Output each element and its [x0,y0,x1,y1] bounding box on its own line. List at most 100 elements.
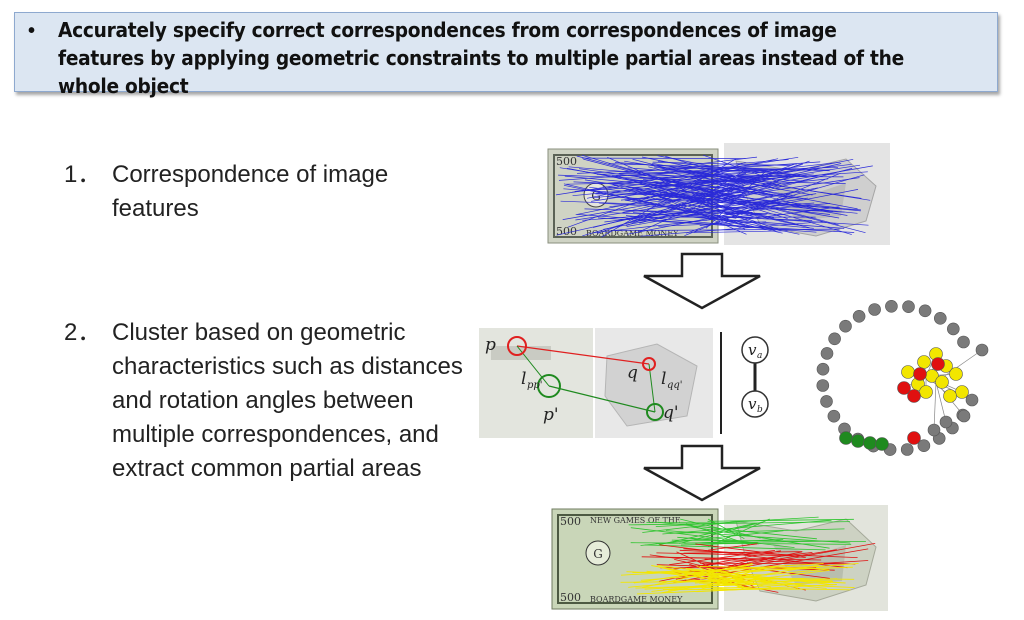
correspondence-line [596,166,839,175]
label-l-pp: l [521,369,526,389]
blue-match-lines [555,154,873,238]
banknote-seal-result [585,540,611,566]
correspondence-line [642,178,848,216]
graph-node [907,431,921,445]
label-p: p [485,335,496,355]
correspondence-line [703,154,779,182]
graph-node [955,385,969,399]
graph-node [927,423,941,437]
graph-node-vb [741,390,769,418]
graph-node [816,379,830,392]
label-p-prime: p' [543,405,559,425]
correspondence-line [563,183,783,234]
graph-node [852,309,866,323]
correspondence-line [678,156,758,167]
correspondence-line [572,174,793,197]
correspondence-line [582,202,815,221]
down-arrow-1 [643,252,761,310]
correspondence-line [658,522,756,546]
correspondence-line [608,163,831,172]
graph-node [917,439,931,452]
point-p-marker [507,336,527,356]
label-l-qq: l [661,369,666,389]
label-l-pp-sub: pp' [527,380,543,391]
correspondence-line [683,551,803,554]
correspondence-line [705,170,767,229]
correspondence-line [699,565,821,570]
point-q-marker [642,357,656,371]
step-2-text: Cluster based on geometric characteristi… [112,319,463,482]
graph-node [957,335,970,349]
graph-node [949,367,963,381]
correspondence-line [657,155,737,172]
correspondence-line [703,179,858,210]
graph-node [851,434,865,448]
correspondence-line [660,178,846,184]
point-p-prime-marker [537,374,561,398]
correspondence-line [673,548,869,583]
correspondence-line [602,186,861,212]
correspondence-line [566,167,748,204]
correspondence-line [683,548,744,554]
correspondence-line [614,228,840,231]
graph-node [897,381,911,395]
correspondence-line [640,221,823,237]
correspondence-line [707,518,854,522]
banknote-value-top-result: 500 [560,515,581,528]
geometric-constraint-figure: p p' q q' l pp' l qq' v a v b [477,326,787,440]
graph-node [839,431,853,445]
correspondence-line [687,216,814,229]
graph-node [827,409,841,423]
graph-node [935,375,949,389]
graph-node [820,395,833,408]
correspondence-line [691,538,745,543]
correspondence-line [652,161,791,166]
graph-edge [935,381,947,423]
correspondence-line [669,550,776,566]
correspondence-line [679,549,858,558]
correspondence-line [701,569,758,589]
graph-node [934,311,947,325]
correspondence-line [628,175,844,178]
correspondence-line [604,196,799,223]
correspondence-line [679,521,763,544]
correspondence-line [708,543,758,551]
step-1-text: Correspondence of image features [112,161,389,222]
correspondence-line [657,521,817,540]
correspondence-line [611,169,769,176]
graph-node [907,389,921,403]
correspondence-line [651,569,830,592]
graph-node [917,355,931,369]
correspondence-line [685,203,831,217]
graph-node [875,437,889,451]
graph-node [885,300,898,313]
header-text: Accurately specify correct correspondenc… [58,18,904,98]
correspondence-line [676,571,833,582]
correspondence-line [606,196,746,205]
header-box [14,12,998,92]
graph-node [828,332,841,346]
correspondence-line [622,163,842,213]
correspondence-line [584,208,767,216]
graph-node [816,362,830,376]
correspondence-line [578,168,773,196]
correspondence-line [686,579,855,589]
graph-node [943,389,957,403]
correspondence-line [628,168,788,192]
label-va: v [748,341,757,359]
correspondence-line [655,556,768,560]
graph-node [975,343,989,357]
graph-node [939,415,953,429]
correspondence-line [654,166,862,199]
cluster-graph-figure [816,300,989,456]
correspondence-line [616,175,778,230]
graph-node [900,443,914,456]
graph-node [820,347,834,360]
correspondence-line [591,165,820,202]
graph-node-va [741,336,769,364]
banknote-value-bottom-result: 500 [560,591,581,604]
correspondence-line [628,568,830,588]
correspondence-line [680,542,758,546]
correspondence-line [665,155,753,183]
correspondence-line [684,172,841,237]
